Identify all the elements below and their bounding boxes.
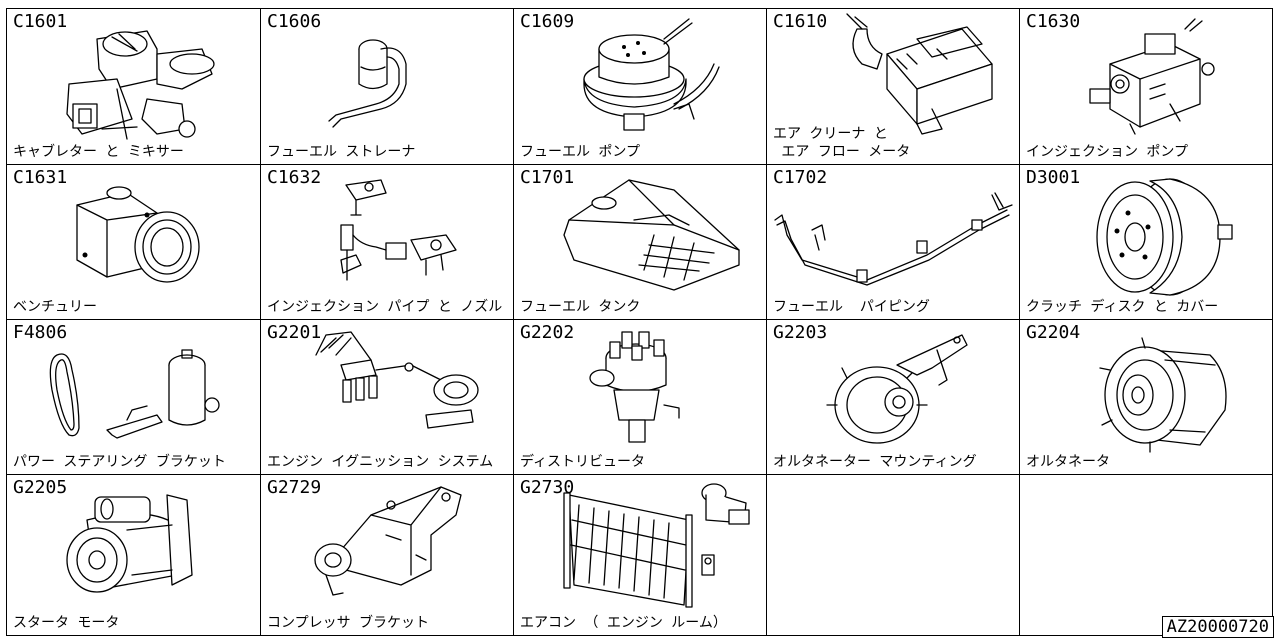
clutch-disc-icon: [1096, 178, 1233, 296]
category-cell-c1701[interactable]: C1701 フューエル タンク: [514, 165, 767, 320]
category-label: キャブレター と ミキサー: [13, 144, 184, 160]
compressor-bracket-icon: [314, 486, 462, 596]
category-label: オルタネーター マウンティング: [773, 454, 977, 470]
category-cell-c1630[interactable]: C1630 インジェクション ポンプ: [1020, 8, 1273, 165]
category-label: エンジン イグニッション システム: [267, 454, 494, 470]
category-cell-d3001[interactable]: D3001 クラッチ ディスク と カバー: [1020, 165, 1273, 320]
fuel-tank-icon: [563, 179, 740, 291]
category-label: スタータ モータ: [13, 615, 120, 631]
injection-pump-icon: [1089, 18, 1215, 135]
category-cell-g2204[interactable]: G2204 オルタネータ: [1020, 320, 1273, 475]
parts-category-grid: C1601 キャブレター と ミキサー C1606 フューエル ストレーナ: [6, 8, 1273, 636]
category-code: C1702: [773, 167, 828, 188]
category-label: クラッチ ディスク と カバー: [1026, 299, 1219, 315]
category-code: D3001: [1026, 167, 1081, 188]
category-cell-g2202[interactable]: G2202 ディストリビュータ: [514, 320, 767, 475]
distributor-icon: [589, 331, 680, 443]
category-cell-g2730[interactable]: G2730 エアコン （ エンジン ルーム）: [514, 475, 767, 636]
category-cell-c1632[interactable]: C1632 インジェクション パイプ と ノズル: [261, 165, 514, 320]
category-label: パワー ステアリング ブラケット: [13, 454, 226, 470]
category-cell-g2203[interactable]: G2203 オルタネーター マウンティング: [767, 320, 1020, 475]
category-code: G2730: [520, 477, 575, 498]
category-label: エアコン （ エンジン ルーム）: [520, 615, 727, 631]
air-conditioner-icon: [563, 483, 750, 608]
category-label: フューエル タンク: [520, 299, 641, 315]
category-code: C1630: [1026, 11, 1081, 32]
category-code: C1609: [520, 11, 575, 32]
category-label: ディストリビュータ: [520, 454, 646, 470]
category-code: G2202: [520, 322, 575, 343]
category-label: インジェクション パイプ と ノズル: [267, 299, 503, 315]
category-code: C1701: [520, 167, 575, 188]
alternator-icon: [1099, 337, 1227, 453]
category-label: ベンチュリー: [13, 299, 97, 315]
fuel-strainer-icon: [328, 39, 407, 128]
category-label: フューエル ポンプ: [520, 144, 641, 160]
category-code: G2201: [267, 322, 322, 343]
category-code: C1632: [267, 167, 322, 188]
air-cleaner-icon: [846, 13, 993, 135]
category-label: フューエル パイピング: [773, 299, 930, 315]
empty-cell: [767, 475, 1020, 636]
power-steering-bracket-icon: [49, 349, 220, 439]
category-cell-f4806[interactable]: F4806 パワー ステアリング ブラケット: [6, 320, 261, 475]
fuel-pump-icon: [583, 18, 720, 131]
category-code: C1601: [13, 11, 68, 32]
category-cell-c1702[interactable]: C1702 フューエル パイピング: [767, 165, 1020, 320]
category-code: G2729: [267, 477, 322, 498]
category-code: C1631: [13, 167, 68, 188]
injection-pipe-nozzle-icon: [340, 179, 457, 281]
category-code: C1606: [267, 11, 322, 32]
document-id: AZ20000720: [1161, 616, 1274, 638]
ignition-system-icon: [315, 331, 479, 429]
category-code: G2203: [773, 322, 828, 343]
category-cell-c1601[interactable]: C1601 キャブレター と ミキサー: [6, 8, 261, 165]
empty-cell: [1020, 475, 1273, 636]
category-cell-c1631[interactable]: C1631 ベンチュリー: [6, 165, 261, 320]
alternator-mounting-icon: [826, 334, 968, 444]
category-code: F4806: [13, 322, 68, 343]
fuel-piping-icon: [774, 192, 1013, 286]
category-code: G2204: [1026, 322, 1081, 343]
category-cell-c1609[interactable]: C1609 フューエル ポンプ: [514, 8, 767, 165]
carburetor-icon: [66, 30, 215, 140]
category-cell-g2201[interactable]: G2201 エンジン イグニッション システム: [261, 320, 514, 475]
starter-motor-icon: [66, 494, 193, 593]
category-label: コンプレッサ ブラケット: [267, 615, 430, 631]
category-cell-c1606[interactable]: C1606 フューエル ストレーナ: [261, 8, 514, 165]
category-label: オルタネータ: [1026, 454, 1110, 470]
category-code: C1610: [773, 11, 828, 32]
category-code: G2205: [13, 477, 68, 498]
category-cell-g2205[interactable]: G2205 スタータ モータ: [6, 475, 261, 636]
category-label: インジェクション ポンプ: [1026, 144, 1189, 160]
category-label: エア クリーナ と エア フロー メータ: [773, 126, 911, 160]
category-cell-g2729[interactable]: G2729 コンプレッサ ブラケット: [261, 475, 514, 636]
category-label: フューエル ストレーナ: [267, 144, 416, 160]
category-cell-c1610[interactable]: C1610 エア クリーナ と エア フロー メータ: [767, 8, 1020, 165]
venturi-icon: [76, 186, 200, 283]
